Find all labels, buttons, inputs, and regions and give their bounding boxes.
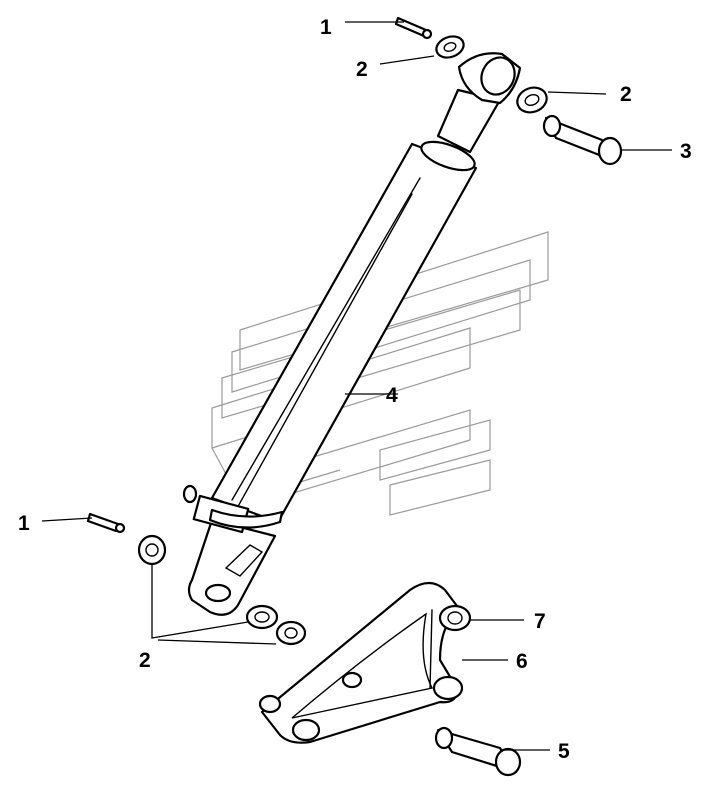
pin-bottom: [434, 726, 522, 777]
washer-top-left: [435, 35, 465, 59]
nut-lower-left: [291, 718, 321, 742]
cotter-pin-left: [86, 512, 126, 534]
callout-6: 6: [516, 650, 528, 673]
callout-7: 7: [534, 610, 546, 633]
nut-left-end: [258, 694, 282, 714]
hydraulic-cylinder: [182, 52, 522, 616]
washer-top-right: [516, 86, 548, 114]
washer-bottom-1: [245, 604, 279, 630]
callout-5: 5: [558, 740, 570, 763]
callout-2-bottom: 2: [139, 649, 151, 672]
callout-1-left: 1: [18, 512, 30, 535]
callout-1-top: 1: [320, 16, 332, 39]
washer-bottom-2: [275, 620, 307, 646]
nut-lower-right: [432, 675, 464, 701]
callout-2-top-left: 2: [356, 58, 368, 81]
leader-lines: [41, 21, 672, 751]
cotter-pin-top: [394, 16, 433, 40]
callout-3: 3: [680, 140, 692, 163]
callout-4: 4: [386, 384, 398, 407]
washer-left: [137, 534, 167, 566]
pin-top: [542, 114, 623, 166]
nut-upper: [438, 604, 472, 632]
watermark-logo: [211, 231, 549, 516]
callout-2-top-right: 2: [620, 83, 632, 106]
bracket: [260, 581, 462, 744]
